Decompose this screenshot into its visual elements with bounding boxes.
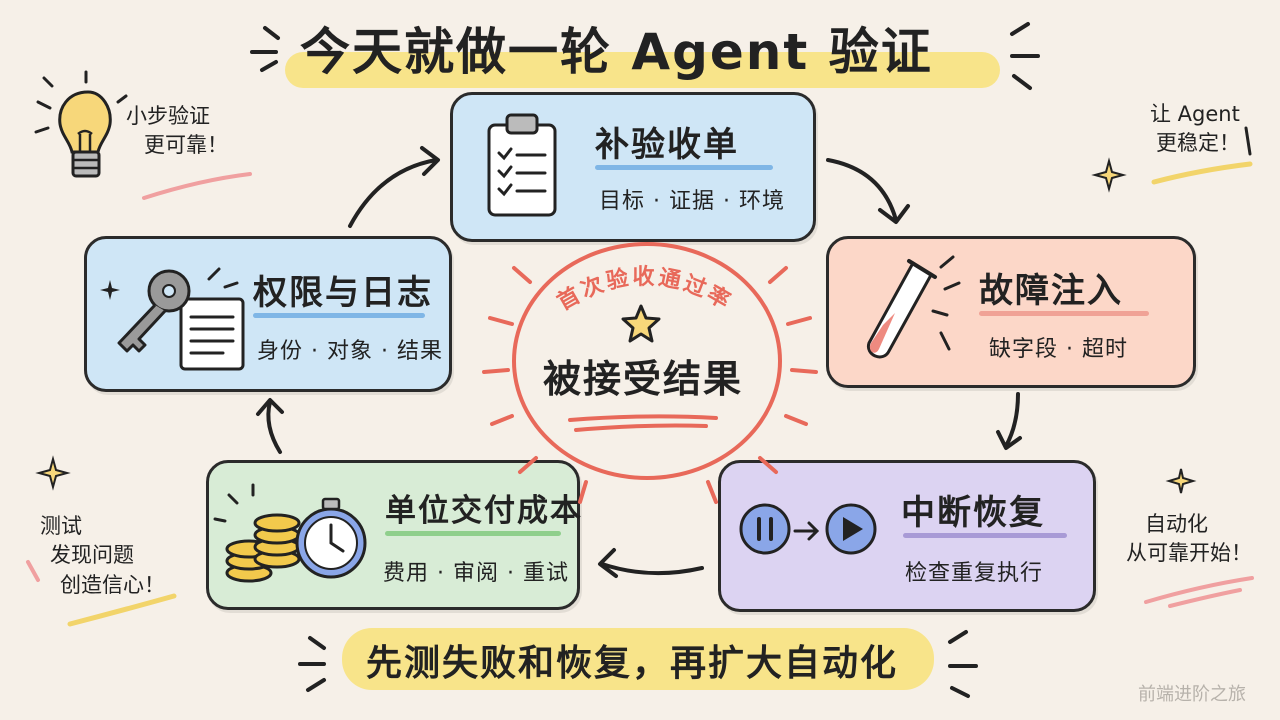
note-top-left: 小步验证更可靠！ — [126, 104, 228, 158]
card-recovery-title: 中断恢复 — [901, 493, 1045, 533]
title-sparkle-right — [1010, 22, 1040, 90]
star-icon-bottom-right — [1165, 468, 1197, 494]
card-permissions[interactable]: 权限与日志 身份 · 对象 · 结果 — [84, 236, 452, 392]
note-bottom-left: 测试 发现问题 创造信心！ — [40, 514, 165, 597]
footer-sparkle-right — [948, 630, 978, 698]
card-permissions-sub: 身份 · 对象 · 结果 — [257, 339, 443, 364]
test-tube-icon — [866, 255, 961, 359]
star-icon-center — [621, 304, 661, 343]
center-badge-rays — [482, 266, 818, 504]
key-document-icon — [117, 267, 245, 371]
footer-highlight — [342, 628, 934, 690]
card-fault-sub: 缺字段 · 超时 — [989, 337, 1128, 362]
center-badge — [512, 242, 782, 480]
coins-stopwatch-icon — [213, 483, 367, 583]
sparkle-icon-left — [100, 280, 120, 300]
card-fault-title: 故障注入 — [979, 271, 1123, 311]
card-permissions-underline — [253, 313, 425, 318]
card-fault-underline — [979, 311, 1149, 316]
arrow-recovery-to-cost — [598, 548, 704, 578]
card-cost-underline — [385, 531, 561, 536]
note-bottom-right: 自动化 从可靠开始！ — [1126, 512, 1252, 566]
card-checklist-title: 补验收单 — [595, 125, 739, 165]
pause-play-icon — [739, 503, 877, 555]
page-title: 今天就做一轮 Agent 验证 — [300, 23, 933, 81]
note-top-right-dash — [1244, 126, 1252, 156]
star-icon-bottom-left — [35, 455, 71, 491]
note-top-right-underline — [1151, 161, 1253, 185]
title-sparkle-left — [250, 26, 280, 72]
arrow-fault-to-recovery — [996, 392, 1022, 450]
star-icon-top-right — [1091, 157, 1127, 193]
card-fault[interactable]: 故障注入 缺字段 · 超时 — [826, 236, 1196, 388]
card-cost-title: 单位交付成本 — [385, 493, 583, 529]
footer-sparkle-left — [298, 636, 326, 692]
note-top-left-underline — [142, 172, 252, 200]
card-recovery-underline — [903, 533, 1067, 538]
card-recovery-sub: 检查重复执行 — [905, 561, 1044, 586]
card-checklist[interactable]: 补验收单 目标 · 证据 · 环境 — [450, 92, 816, 242]
note-bottom-left-marks — [26, 560, 177, 627]
center-arc-label: 首次验收通过率 — [553, 264, 734, 316]
clipboard-icon — [487, 113, 557, 217]
watermark: 前端进阶之旅 — [1138, 684, 1246, 705]
title-highlight — [285, 52, 1000, 88]
card-cost[interactable]: 单位交付成本 费用 · 审阅 · 重试 — [206, 460, 583, 610]
arrow-perm-to-checklist — [348, 146, 440, 228]
arrow-checklist-to-fault — [826, 158, 910, 224]
card-checklist-sub: 目标 · 证据 · 环境 — [599, 189, 785, 214]
card-checklist-underline — [595, 165, 773, 170]
center-underline — [568, 414, 718, 432]
card-cost-sub: 费用 · 审阅 · 重试 — [383, 561, 569, 586]
center-main-text: 被接受结果 — [542, 357, 743, 401]
arrow-cost-to-perm — [256, 398, 284, 454]
card-recovery[interactable]: 中断恢复 检查重复执行 — [718, 460, 1096, 612]
lightbulb-icon — [34, 70, 128, 178]
card-permissions-title: 权限与日志 — [253, 273, 433, 313]
footer-text: 先测失败和恢复，再扩大自动化 — [366, 643, 899, 684]
note-bottom-right-underline — [1144, 576, 1254, 608]
